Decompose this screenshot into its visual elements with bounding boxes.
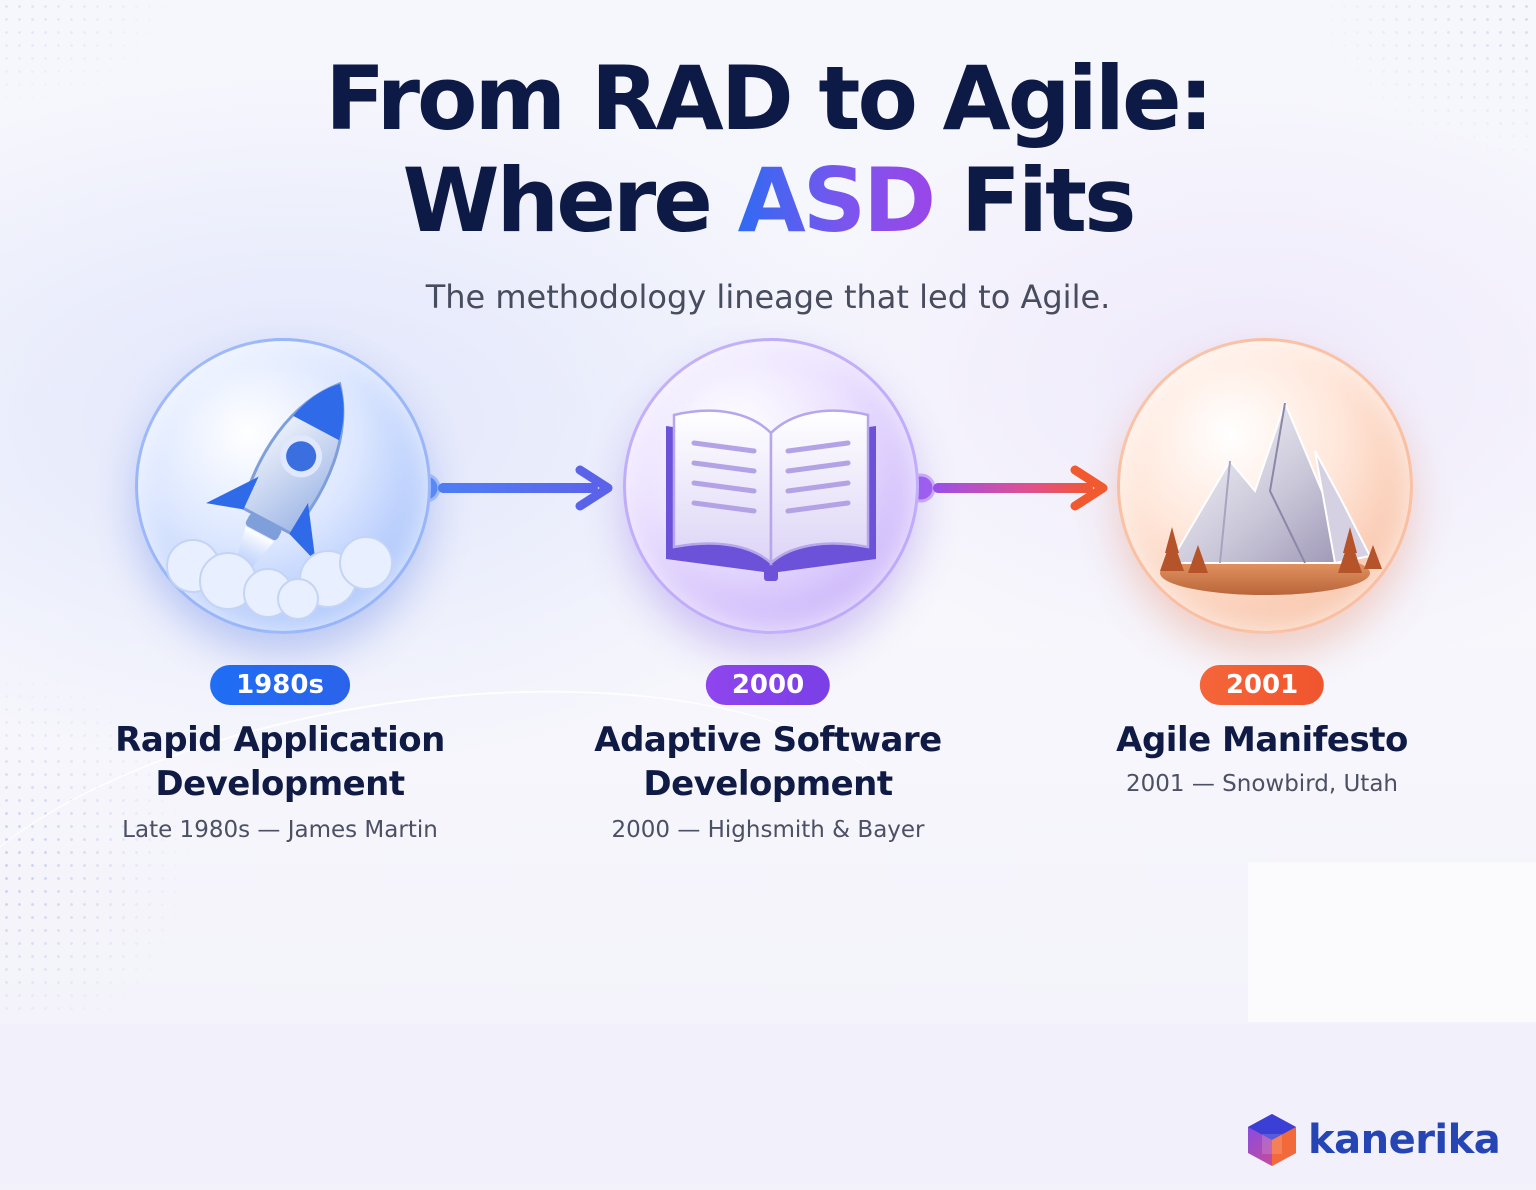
dot-pattern-left <box>0 560 260 1020</box>
page-title: From RAD to Agile: Where ASD Fits <box>0 48 1536 252</box>
title-line-2-suffix: Fits <box>933 149 1137 252</box>
step-title: Rapid Application Development <box>115 720 445 804</box>
step-title: Adaptive Software Development <box>594 720 942 804</box>
title-accent-asd: ASD <box>737 149 937 252</box>
white-patch <box>1248 862 1536 1022</box>
year-badge: 2001 <box>1199 665 1325 705</box>
step-subtitle: 2001 — Snowbird, Utah <box>1125 771 1398 797</box>
open-book-icon <box>666 409 876 581</box>
dot-pattern-right <box>1260 0 1536 300</box>
title-line-1: From RAD to Agile: <box>325 47 1214 150</box>
year-badge: 2000 <box>705 665 831 705</box>
page-subtitle: The methodology lineage that led to Agil… <box>425 278 1111 316</box>
step-title: Agile Manifesto <box>1116 720 1408 760</box>
timeline-step-agile: 2001 Agile Manifesto 2001 — Snowbird, Ut… <box>1082 335 1442 855</box>
step-subtitle: Late 1980s — James Martin <box>122 817 438 843</box>
cube-logo-icon <box>1248 1114 1296 1166</box>
year-badge: 1980s <box>210 665 350 705</box>
mountain-icon <box>1160 400 1382 595</box>
brand-logo: kanerika <box>1246 1110 1506 1170</box>
timeline-step-asd: 2000 Adaptive Software Development 2000 … <box>588 335 948 855</box>
brand-wordmark: kanerika <box>1308 1117 1501 1163</box>
step-bubble <box>623 338 919 634</box>
timeline-step-rad: 1980s Rapid Application Development Late… <box>100 335 460 855</box>
title-line-2-prefix: Where <box>402 149 738 252</box>
step-bubble <box>135 338 431 634</box>
step-bubble <box>1117 338 1413 634</box>
step-subtitle: 2000 — Highsmith & Bayer <box>611 817 925 843</box>
title-line-2: Where ASD Fits <box>0 150 1536 252</box>
rocket-icon <box>166 381 393 620</box>
dot-pattern-top-left <box>0 0 240 160</box>
